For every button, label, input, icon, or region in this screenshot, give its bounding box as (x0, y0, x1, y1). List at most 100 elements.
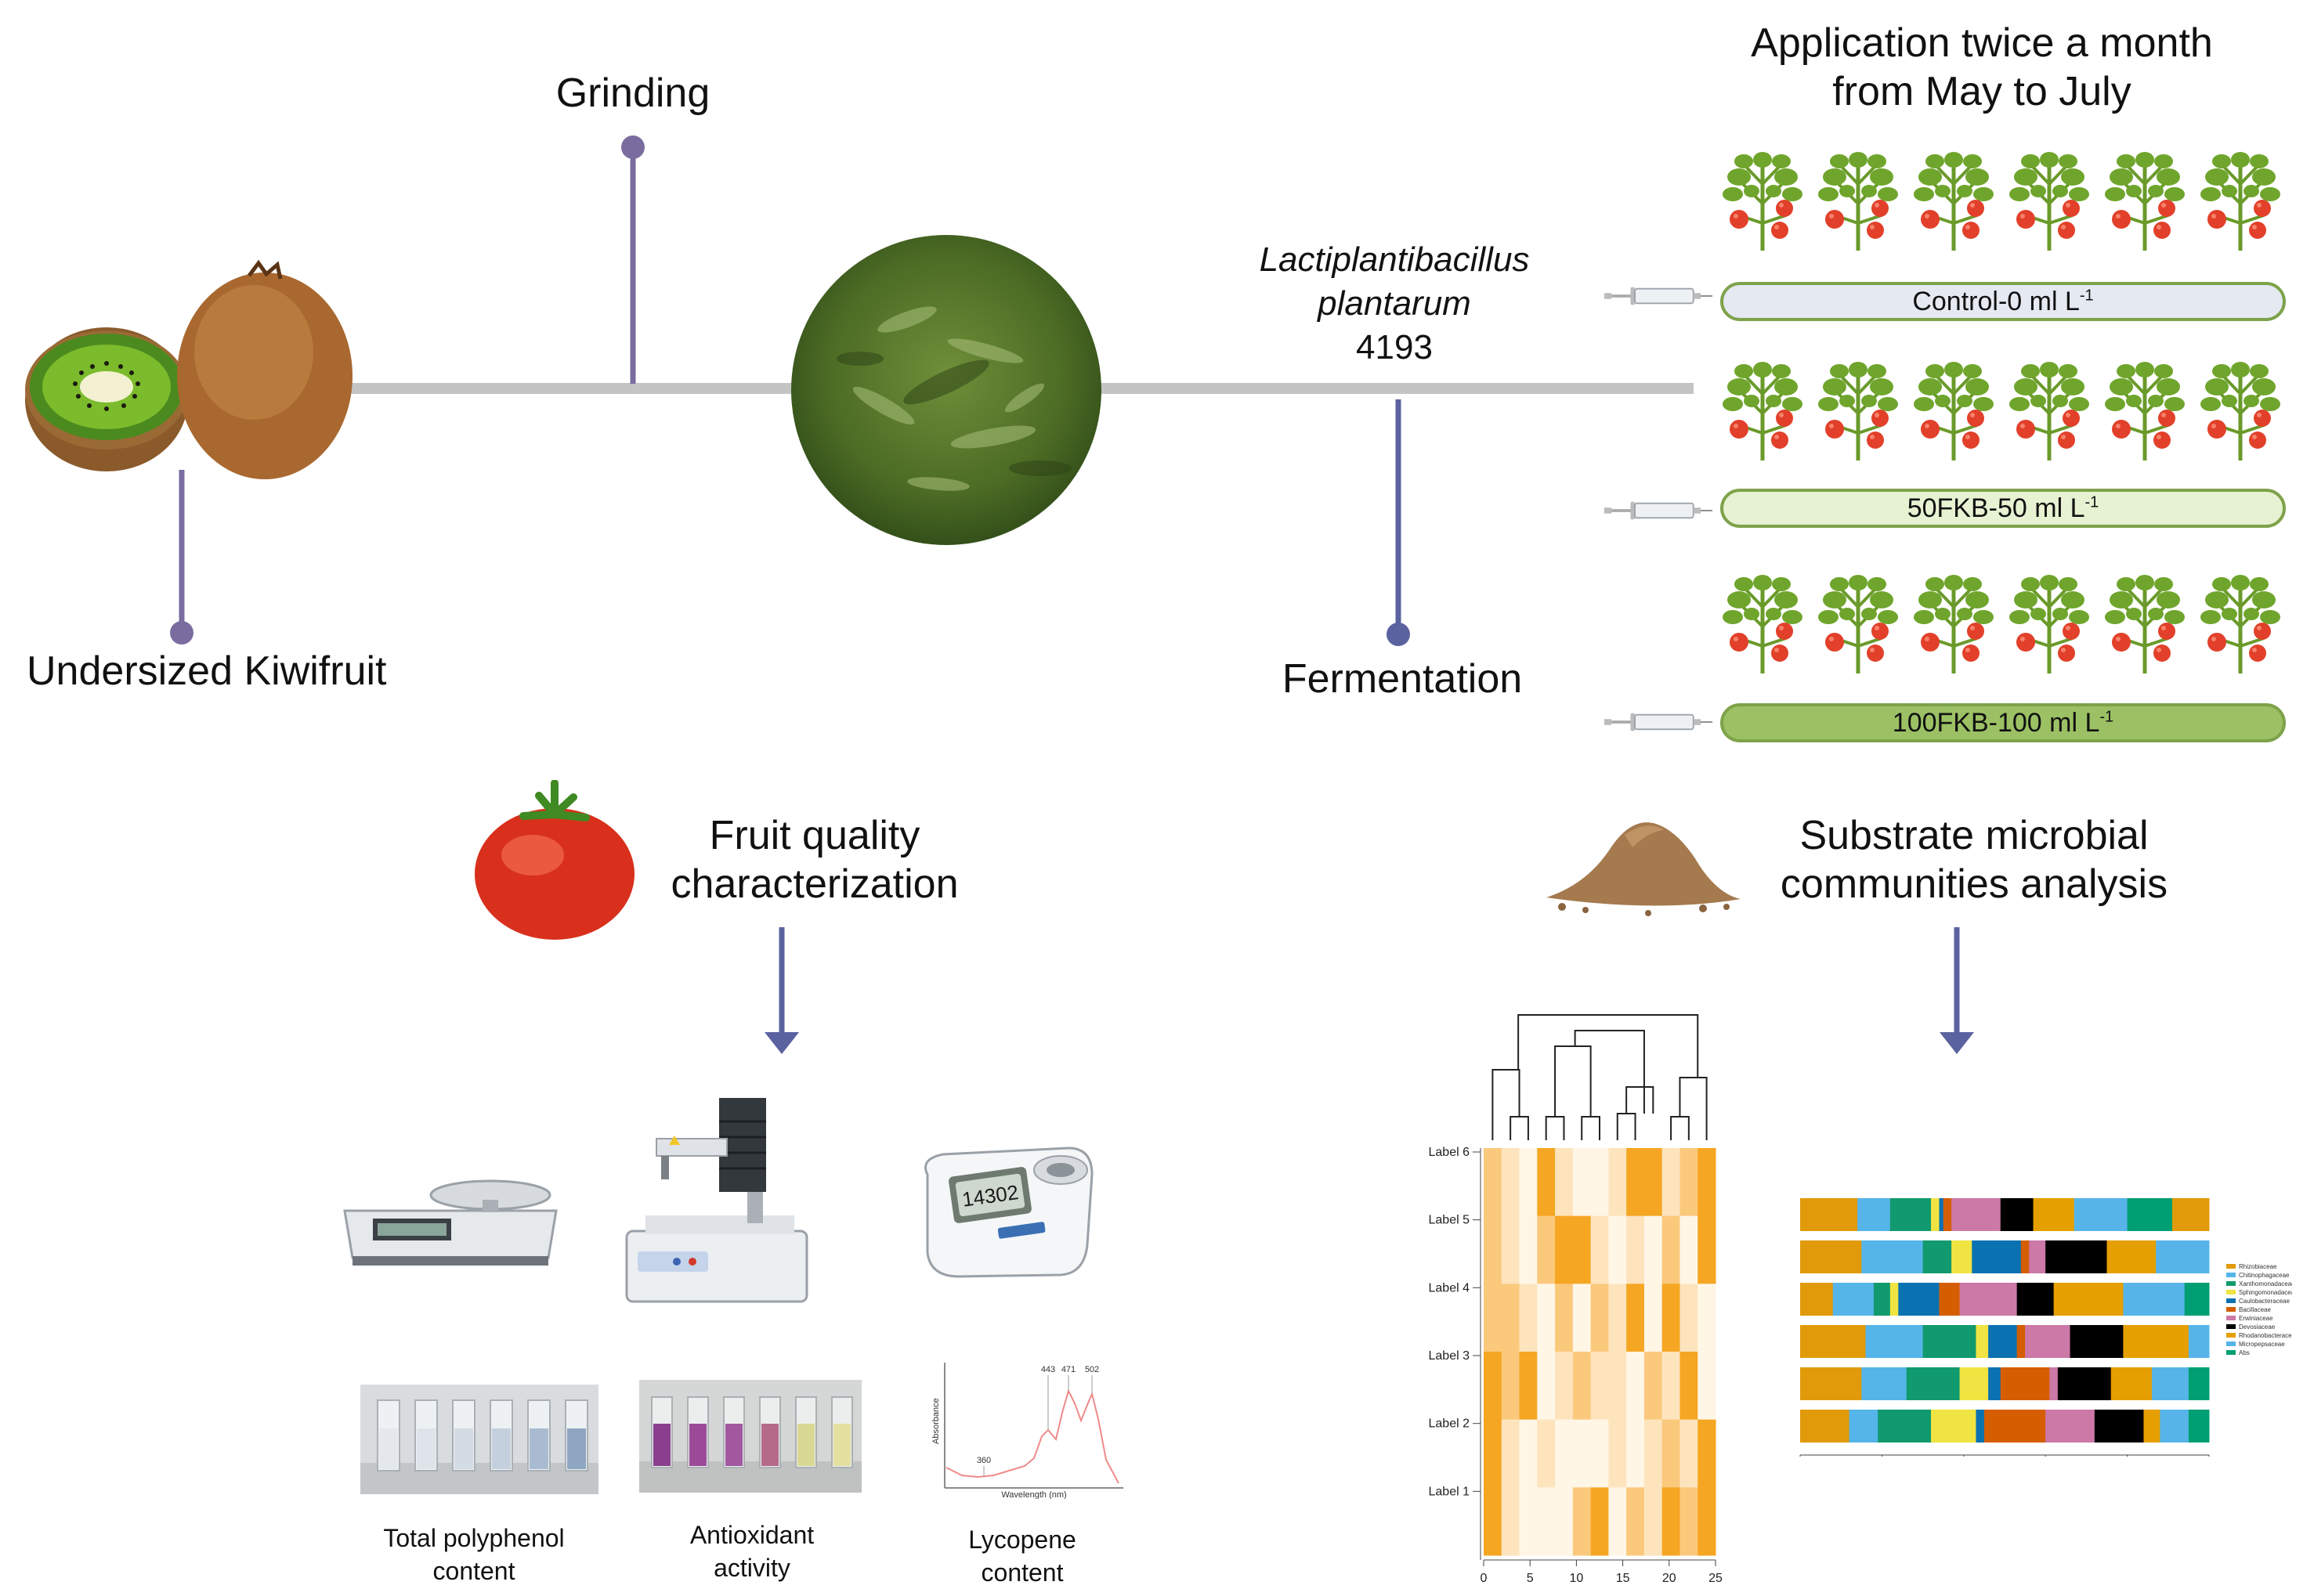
heatmap-cell (1572, 1148, 1592, 1217)
bar-segment (1983, 1410, 2046, 1443)
heatmap-cell (1501, 1419, 1520, 1488)
heatmap-cell (1679, 1148, 1698, 1217)
soil-pile-icon (1546, 822, 1741, 916)
kiwi-whole-icon (177, 259, 353, 479)
heatmap-cell (1484, 1148, 1502, 1217)
bar-segment (1951, 1240, 1972, 1273)
legend-swatch (2226, 1307, 2236, 1312)
heatmap-cell (1537, 1148, 1556, 1217)
heatmap-cell (1626, 1487, 1645, 1556)
bar-segment (1800, 1325, 1867, 1358)
heatmap-cell (1572, 1215, 1592, 1284)
heatmap-cell (1590, 1215, 1609, 1284)
analysis-antioxidant-line1: Antioxidant (689, 1521, 815, 1549)
heatmap-cell (1698, 1419, 1716, 1488)
heatmap-cell (1643, 1352, 1663, 1421)
bar-segment (1889, 1283, 1899, 1316)
heatmap-cell (1608, 1419, 1627, 1488)
tray-50fkb: 50FKB-50 ml L-1 (1720, 489, 2286, 528)
bar-segment (1931, 1410, 1976, 1443)
heatmap-dendrogram (1491, 1014, 1708, 1140)
heatmap-row-label: Label 1 (1429, 1485, 1470, 1498)
bar-segment (1988, 1367, 2001, 1400)
heatmap-cell (1661, 1284, 1680, 1352)
refractometer-icon: 14302 (924, 1146, 1094, 1278)
heatmap-cell (1661, 1419, 1680, 1488)
bar-segment (1939, 1198, 1944, 1231)
bar-segment (2029, 1240, 2046, 1273)
spectrum-peak-360: 360 (977, 1456, 991, 1465)
heatmap-cell (1555, 1284, 1574, 1352)
bar-segment (2025, 1325, 2071, 1358)
bar-segment (1959, 1283, 2018, 1316)
antioxidant-cuvettes (639, 1380, 862, 1493)
bar-segment (1889, 1198, 1932, 1231)
legend-swatch (2226, 1350, 2236, 1355)
stacked-bar-chart: 0.00.20.40.60.81.0 RhizobiaceaeChitinoph… (1799, 1198, 2292, 1457)
heatmap-cell (1679, 1215, 1698, 1284)
bar-segment (1943, 1198, 1952, 1231)
species-name-line1: Lactiplantibacillus (1259, 240, 1530, 279)
spectrum-y-axis-label: Absorbance (931, 1398, 941, 1444)
dendrogram-branch (1670, 1116, 1690, 1140)
dendrogram-branch (1625, 1086, 1649, 1114)
heatmap-cell (1643, 1487, 1663, 1556)
heatmap-cell (1643, 1284, 1663, 1352)
balance-icon (343, 1179, 558, 1266)
legend-swatch (2226, 1290, 2236, 1294)
bar-segment (2156, 1240, 2210, 1273)
legend-swatch (2226, 1281, 2236, 1286)
bar-segment (2045, 1240, 2107, 1273)
heatmap-x-tick-label: 20 (1662, 1572, 1676, 1585)
kiwifruit-illustration (25, 259, 353, 479)
legend-swatch (2226, 1324, 2236, 1329)
bar-segment (1988, 1325, 2018, 1358)
legend-label: Rhodanobacteraceae (2239, 1332, 2292, 1339)
heatmap-cell (1537, 1215, 1556, 1284)
heatmap-row-label: Label 4 (1429, 1281, 1470, 1294)
analysis-polyphenol-line2: content (432, 1557, 515, 1585)
bar-segment (1976, 1410, 1985, 1443)
legend-label: Rhizobiaceae (2239, 1263, 2277, 1270)
dendrogram-branch (1491, 1069, 1520, 1140)
heatmap-cell (1501, 1148, 1520, 1217)
bar-segment (1800, 1367, 1862, 1400)
heatmap-cell (1626, 1284, 1645, 1352)
heatmap-x-tick-label: 10 (1570, 1572, 1584, 1585)
bar-segment (2033, 1198, 2075, 1231)
bar-segment (1906, 1367, 1961, 1400)
legend-swatch (2226, 1316, 2236, 1320)
bar-segment (2106, 1240, 2157, 1273)
bar-segment (1800, 1283, 1834, 1316)
heatmap-cell (1661, 1148, 1680, 1217)
syringe-icon (1603, 286, 1712, 306)
dendrogram-branch (1679, 1077, 1708, 1140)
bar-segment (1800, 1198, 1858, 1231)
heatmap-cell (1590, 1148, 1609, 1217)
heatmap-cell (1590, 1419, 1609, 1488)
tray-100fkb-plants (1716, 572, 2295, 673)
heatmap-cells (1484, 1148, 1716, 1556)
spectrum-peak-471: 471 (1061, 1365, 1076, 1374)
lycopene-spectrum: 360 443 471 502 Absorbance Wavelength (n… (931, 1363, 1123, 1499)
bar-segment (2123, 1325, 2189, 1358)
bar-segment (1800, 1240, 1862, 1273)
bar-x-ticks: 0.00.20.40.60.81.0 (1799, 1454, 2210, 1457)
legend-swatch (2226, 1264, 2236, 1269)
bar-segment (1959, 1367, 1989, 1400)
grinding-label: Grinding (555, 70, 710, 116)
legend-label: Bacillaceae (2239, 1306, 2271, 1313)
bar-segment (1857, 1198, 1891, 1231)
heatmap-x-tick-label: 5 (1527, 1572, 1534, 1585)
heatmap-cell (1698, 1352, 1716, 1421)
heatmap-cell (1501, 1352, 1520, 1421)
fruit-quality-arrow (765, 927, 799, 1054)
heatmap-row-label: Label 2 (1429, 1417, 1470, 1431)
heatmap-cell (1572, 1419, 1592, 1488)
heatmap-cell (1608, 1487, 1627, 1556)
dendrogram-branch (1616, 1113, 1636, 1140)
heatmap-cell (1626, 1419, 1645, 1488)
syringe-icon (1603, 500, 1712, 521)
heatmap-cell (1698, 1487, 1716, 1556)
